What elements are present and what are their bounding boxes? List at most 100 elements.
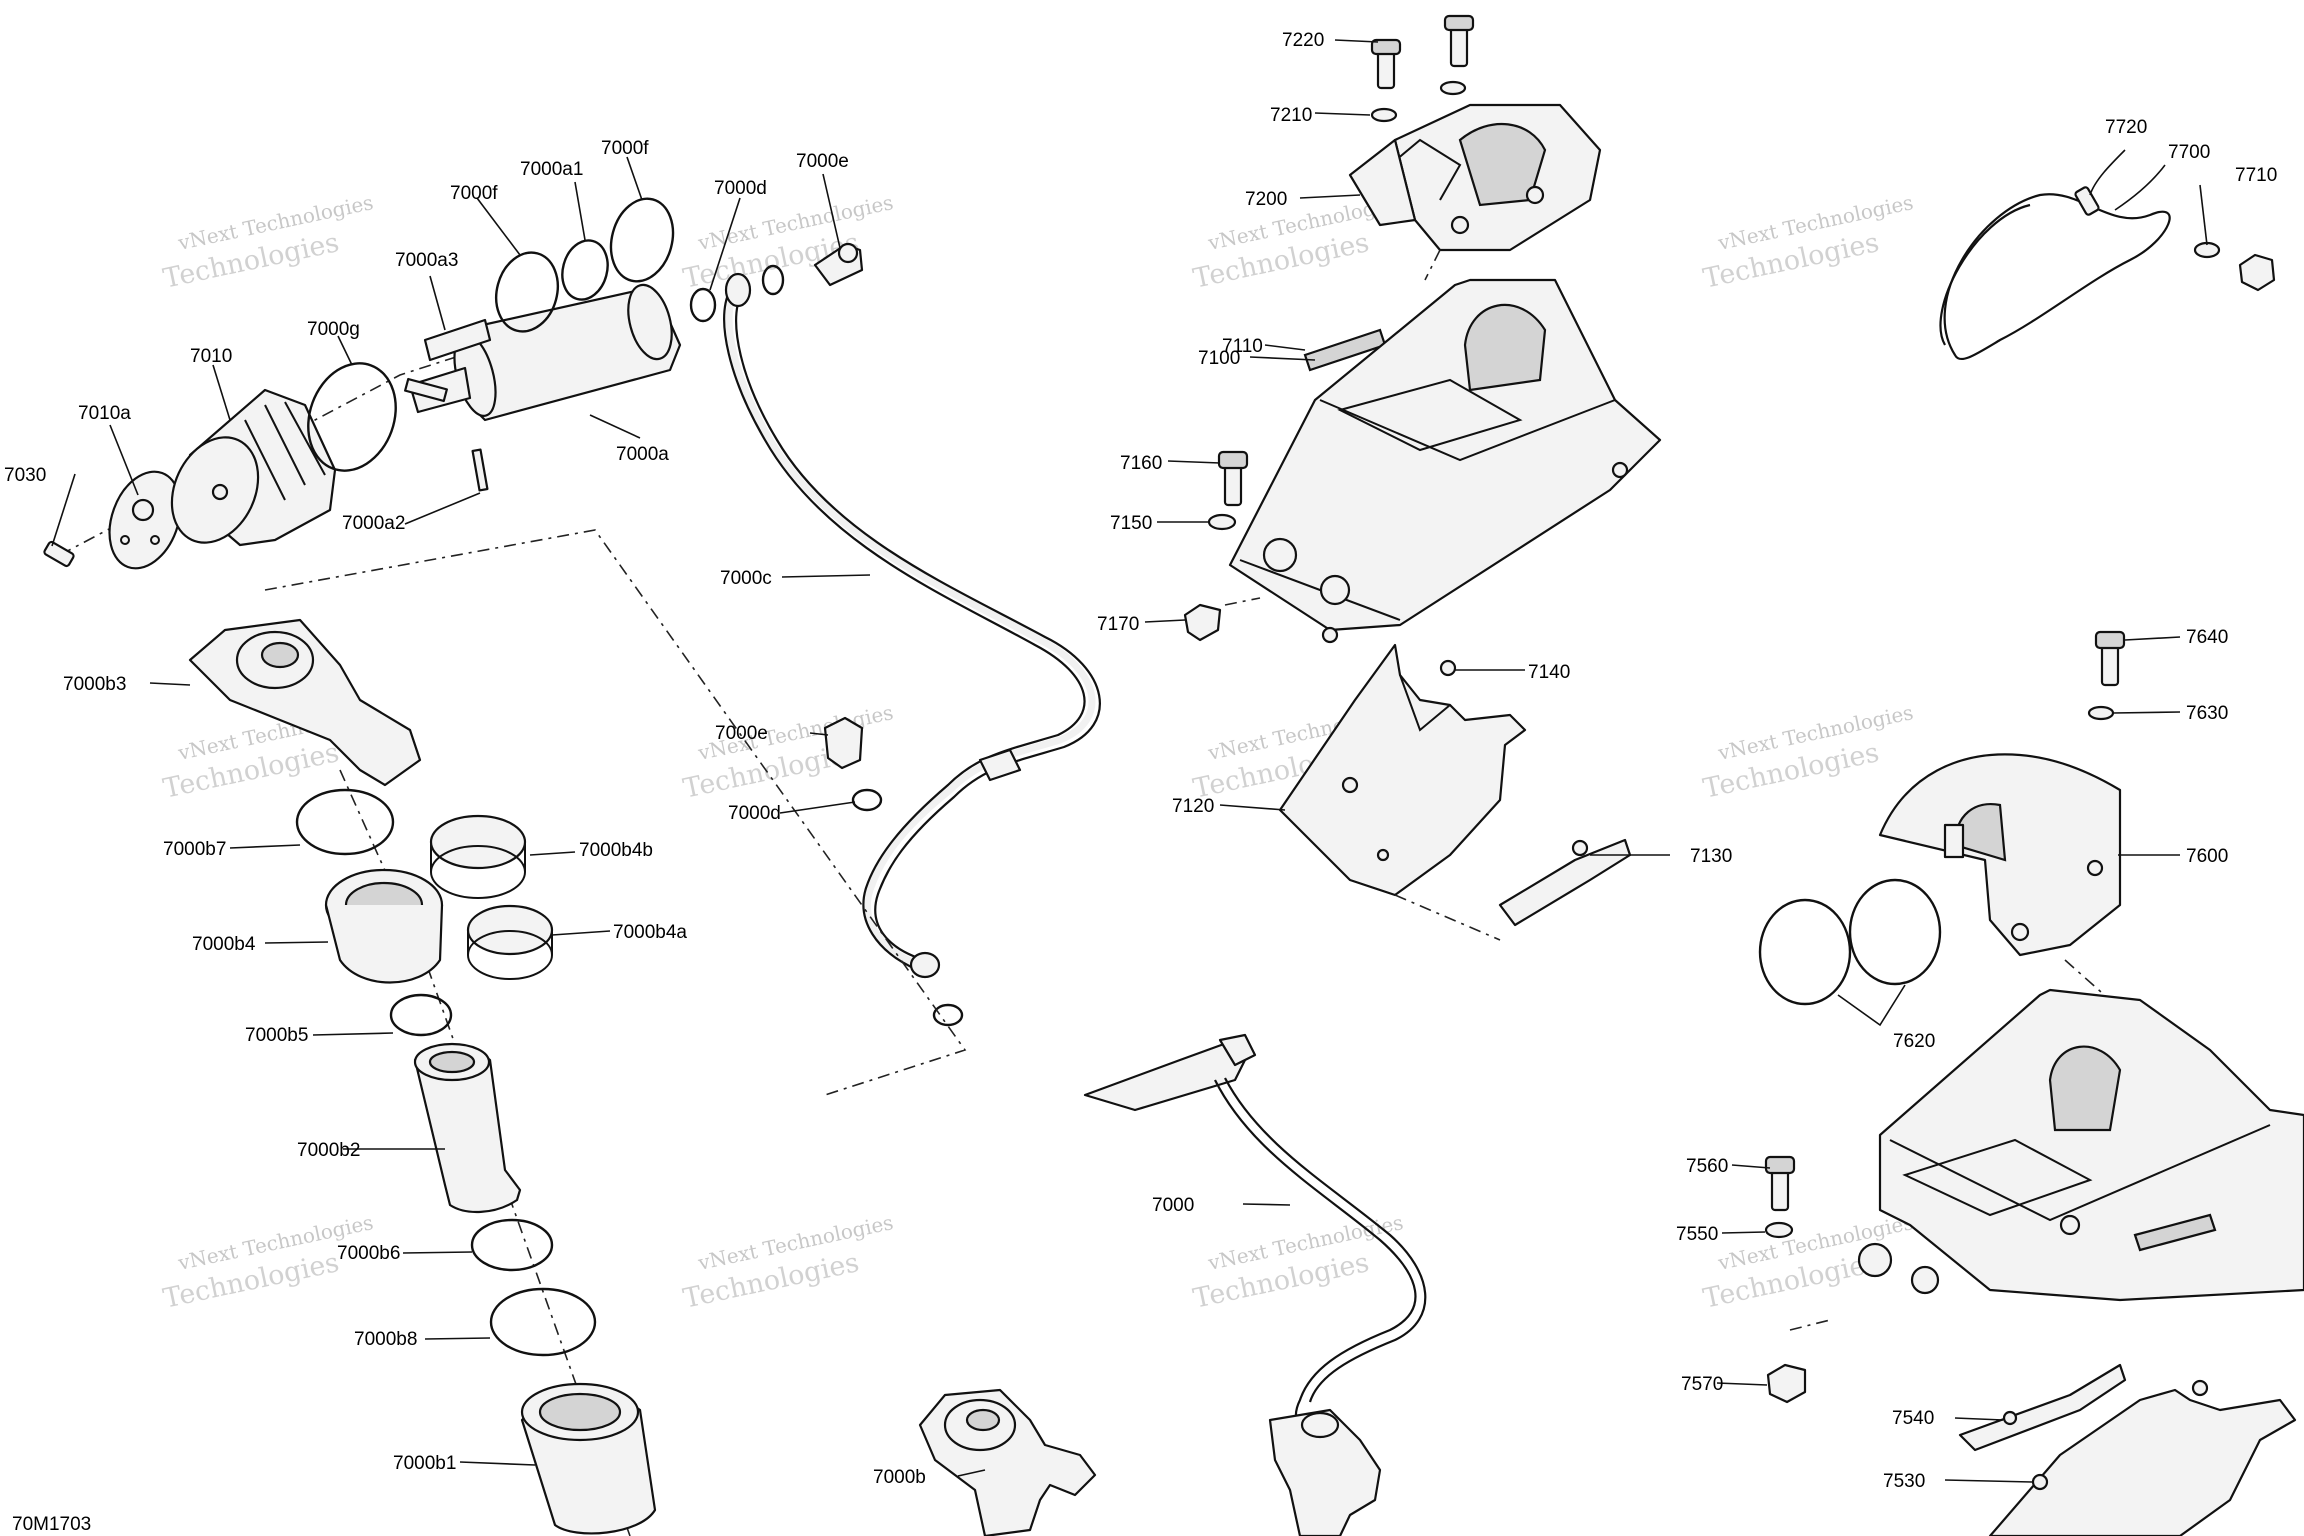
valve-body-stack	[188, 618, 657, 1536]
shifter-housing-group	[1183, 14, 1662, 941]
diagram-code: 70M1703	[12, 1514, 91, 1535]
hose-7000c	[723, 272, 1101, 1027]
washer-7150	[1207, 513, 1237, 531]
label-7000b7: 7000b7	[163, 839, 226, 860]
label-7100: 7100	[1198, 348, 1240, 369]
bushing-7000b4	[324, 868, 444, 984]
hose-crimp	[978, 748, 1022, 782]
label-7000b5: 7000b5	[245, 1025, 308, 1046]
label-7000a1: 7000a1	[520, 159, 583, 180]
label-7000: 7000	[1152, 1195, 1194, 1216]
washer-7550	[1764, 1221, 1794, 1239]
nut-7170	[1183, 603, 1222, 642]
valve-7000b	[918, 1388, 1097, 1536]
label-7130: 7130	[1690, 846, 1732, 867]
watermark: vNext Technologies Technologies	[681, 190, 896, 295]
label-7200: 7200	[1245, 189, 1287, 210]
label-7000f-1: 7000f	[450, 183, 498, 204]
label-7000a3: 7000a3	[395, 250, 458, 271]
nut-7710	[2238, 253, 2276, 292]
label-7010a: 7010a	[78, 403, 131, 424]
watermark: vNext Technologies Technologies	[681, 1210, 896, 1315]
watermark: vNext Technologies Technologies	[1701, 700, 1916, 805]
screw-7640	[2094, 630, 2126, 687]
washer-7000d	[689, 287, 717, 323]
label-7000d-1: 7000d	[714, 178, 767, 199]
washer-7000d-2	[761, 264, 785, 296]
o-ring-7000g	[307, 362, 397, 472]
screw-7160	[1217, 450, 1249, 507]
watermark: vNext Technologies Technologies	[161, 190, 376, 295]
screw-7140	[1439, 659, 1457, 677]
label-7700: 7700	[2168, 142, 2210, 163]
cylinder-assembly	[43, 197, 864, 570]
label-7570: 7570	[1681, 1374, 1723, 1395]
screw-7220	[1370, 38, 1402, 90]
label-7530: 7530	[1883, 1471, 1925, 1492]
label-7220: 7220	[1282, 30, 1324, 51]
label-7710: 7710	[2235, 165, 2277, 186]
label-7550: 7550	[1676, 1224, 1718, 1245]
hose-eye-bottom	[909, 951, 941, 979]
label-7000b4: 7000b4	[192, 934, 256, 955]
fitting-7000e	[813, 242, 864, 287]
o-ring-7000f	[495, 251, 559, 333]
label-7600: 7600	[2186, 846, 2228, 867]
o-ring-7000a1	[561, 239, 609, 301]
cylinder-7000a	[404, 283, 682, 422]
label-7000b4b: 7000b4b	[579, 840, 653, 861]
label-7000a2: 7000a2	[342, 513, 405, 534]
washer-7000d-3	[851, 788, 883, 812]
label-7210: 7210	[1270, 105, 1312, 126]
label-7000b8: 7000b8	[354, 1329, 417, 1350]
decal-lower	[2133, 1213, 2217, 1252]
washer-7000d-4	[932, 1003, 964, 1027]
label-7010: 7010	[190, 346, 232, 367]
washer-7210b	[1439, 80, 1467, 96]
label-7630: 7630	[2186, 703, 2228, 724]
cup-7000b1	[520, 1382, 657, 1535]
label-7000g: 7000g	[307, 319, 360, 340]
o-ring-7000b8	[489, 1287, 597, 1357]
watermarks: vNext Technologies Technologies vNext Te…	[161, 190, 1916, 1315]
label-7720: 7720	[2105, 117, 2147, 138]
fitting-7000e-2	[823, 716, 864, 770]
hose-eye-top	[724, 272, 752, 308]
o-ring-7000b5	[389, 993, 453, 1037]
circlip-7000b7	[295, 788, 395, 856]
label-7000b4a: 7000b4a	[613, 922, 687, 943]
washer-7710	[2193, 241, 2221, 259]
right-housing-group	[1758, 630, 2304, 1536]
washer-7210	[1370, 107, 1398, 123]
screw-7030	[43, 540, 75, 568]
assembly-dash-line	[264, 529, 967, 1096]
watermark: vNext Technologies Technologies	[1701, 190, 1916, 295]
label-7000b: 7000b	[873, 1467, 926, 1488]
label-7000e-2: 7000e	[715, 723, 768, 744]
valve-head-7000b3	[188, 618, 422, 787]
o-ring-7000b6	[470, 1218, 554, 1272]
label-7000f-2: 7000f	[601, 138, 649, 159]
clip-7130	[1498, 838, 1632, 927]
screw-7540	[2002, 1410, 2018, 1426]
label-7030: 7030	[4, 465, 46, 486]
label-7640: 7640	[2186, 627, 2228, 648]
label-7620: 7620	[1893, 1031, 1935, 1052]
callout-labels: 7220 7210 7200 7110 7100 7160 7150 7170 …	[4, 30, 2277, 1492]
housing-base-7100	[1228, 278, 1662, 644]
tube-7000b2	[413, 1042, 522, 1214]
label-7000a: 7000a	[616, 444, 669, 465]
housing-7200	[1348, 103, 1602, 252]
housing-base-lower	[1857, 988, 2304, 1302]
o-ring-7620a	[1758, 898, 1852, 1006]
label-7000c: 7000c	[720, 568, 772, 589]
nut-7570	[1766, 1363, 1807, 1404]
scale-7000a3	[423, 318, 492, 362]
label-7110: 7110	[1222, 336, 1263, 357]
label-7000e-1: 7000e	[796, 151, 849, 172]
label-7160: 7160	[1120, 453, 1162, 474]
seal-7000b4b	[429, 814, 527, 899]
o-ring-7620b	[1848, 878, 1942, 986]
o-ring-7000f-2	[609, 197, 675, 283]
label-7120: 7120	[1172, 796, 1214, 817]
